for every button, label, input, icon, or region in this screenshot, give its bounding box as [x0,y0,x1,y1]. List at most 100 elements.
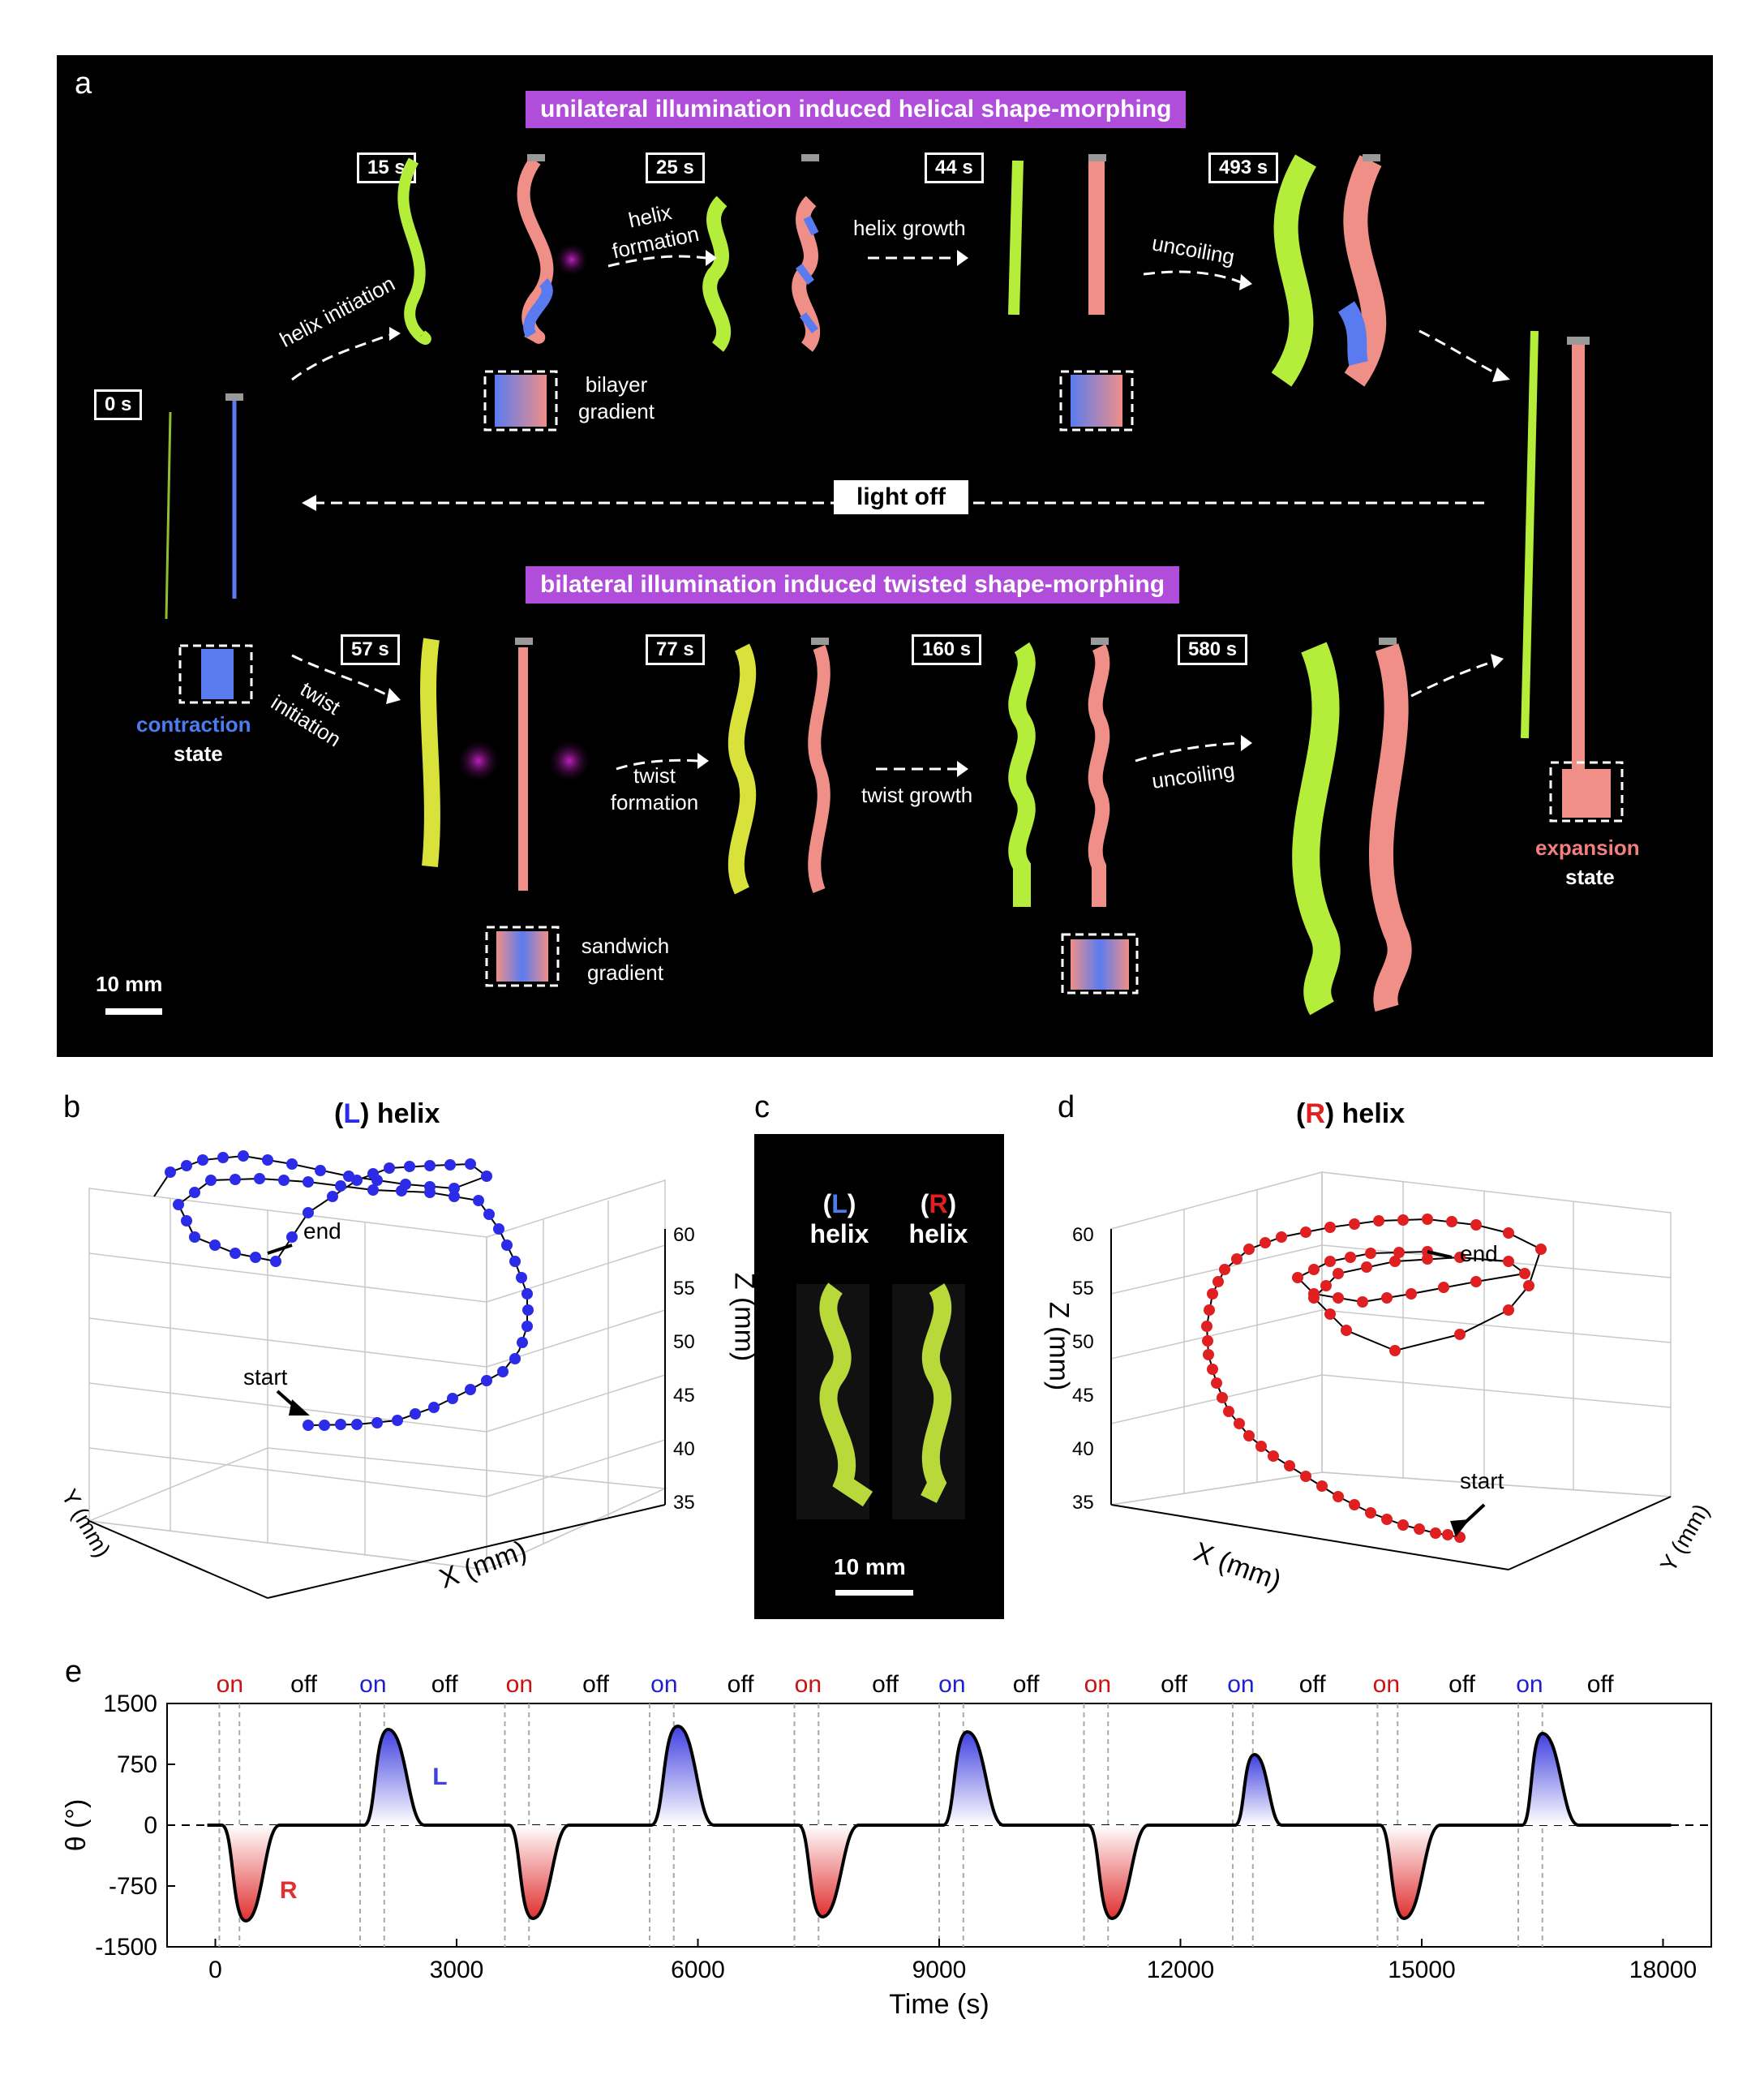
trajectory-point-r [1255,1441,1267,1452]
panel-d-start: start [1460,1468,1504,1493]
trajectory-point-r [1470,1219,1482,1231]
trajectory-point-l [254,1173,265,1184]
trajectory-point-r [1381,1292,1393,1304]
trajectory-point-l [371,1175,383,1186]
trajectory-point-r [1422,1214,1433,1225]
state-label-on: on [795,1671,822,1698]
trajectory-point-l [509,1256,521,1267]
panel-d-3d-plot [1110,1171,1672,1570]
trajectory-point-r [1454,1252,1466,1263]
trajectory-point-r [1207,1288,1218,1300]
trajectory-point-r [1211,1377,1222,1389]
trajectory-point-r [1223,1406,1234,1417]
trajectory-point-l [444,1159,456,1171]
trajectory-point-l [449,1191,460,1202]
trajectory-point-l [424,1181,436,1192]
trajectory-point-l [493,1223,504,1235]
state-label-off: off [872,1671,899,1698]
state-label-off: off [1013,1671,1040,1698]
trajectory-point-r [1446,1216,1457,1227]
state-label-on: on [217,1671,243,1698]
trajectory-point-r [1535,1244,1547,1255]
trajectory-point-r [1308,1264,1320,1275]
trajectory-point-r [1349,1499,1360,1510]
scale-bar-label-a: 10 mm [96,972,163,996]
trajectory-point-r [1320,1280,1332,1291]
time-box-25s: 25 s [646,153,705,183]
trajectory-point-r [1203,1349,1214,1360]
trajectory-point-l [197,1154,208,1166]
panel-a-background [57,55,1713,1057]
y-tick-label: 1500 [103,1691,157,1717]
time-box-160s: 160 s [912,634,982,665]
trajectory-point-l [449,1183,460,1194]
panel-c-right-label: (R)helix [908,1189,968,1248]
trajectory-point-l [230,1174,241,1185]
trajectory-point-r [1389,1256,1401,1267]
peak-area-l [1522,1733,1579,1825]
trajectory-point-r [1523,1280,1534,1291]
panel-c-letter: c [754,1090,770,1124]
panel-b-end: end [303,1218,341,1244]
x-tick-label: 12000 [1147,1957,1214,1983]
trajectory-point-r [1201,1321,1212,1332]
trajectory-point-l [209,1239,221,1251]
state-label-off: off [431,1671,458,1698]
trajectory-point-r [1219,1264,1230,1275]
trajectory-point-r [1430,1527,1441,1539]
trajectory-point-r [1361,1261,1372,1273]
state-label-on: on [1227,1671,1254,1698]
label-sandwich-gradient: sandwich gradient [581,934,670,985]
state-label-off: off [1299,1671,1326,1698]
time-box-77s: 77 s [646,634,705,665]
panel-a-illustration [105,154,1624,1016]
trajectory-point-r [1204,1304,1215,1316]
state-label-off: off [582,1671,609,1698]
trajectory-point-l [428,1402,440,1413]
banner-bilateral: bilateral illumination induced twisted s… [526,566,1180,604]
time-box-580s: 580 s [1178,634,1248,665]
state-label-on: on [1084,1671,1111,1698]
label-twist-formation: twist formation [610,763,699,814]
trajectory-point-l [319,1420,330,1431]
theta-trace [207,1724,1672,1923]
label-expansion: expansion [1535,836,1640,860]
trajectory-point-l [181,1160,192,1171]
trajectory-point-r [1503,1256,1514,1267]
trajectory-point-r [1292,1272,1303,1283]
trajectory-point-r [1406,1288,1417,1300]
trajectory-point-l [189,1231,200,1243]
trajectory-point-r [1234,1418,1245,1429]
trajectory-point-r [1333,1292,1344,1304]
trajectory-point-l [522,1304,534,1316]
trajectory-point-r [1438,1282,1449,1293]
state-label-off: off [1587,1671,1614,1698]
x-tick-label: 9000 [912,1957,967,1983]
panel-a-letter-label: a [75,67,92,101]
trajectory-point-r [1470,1276,1482,1287]
label-light-off: light off [834,480,968,514]
state-label-on: on [938,1671,965,1698]
trajectory-point-r [1341,1325,1352,1336]
time-box-0s: 0 s [94,389,143,420]
trajectory-point-l [371,1417,383,1428]
y-tick-label: -750 [109,1873,157,1900]
panel-b-start: start [243,1364,288,1390]
trajectory-point-r [1243,1244,1255,1255]
trajectory-point-r [1300,1227,1311,1238]
state-label-on: on [359,1671,386,1698]
panel-c-photo [796,1282,965,1596]
trajectory-point-l [262,1154,273,1166]
trajectory-point-l [286,1158,298,1170]
x-tick-label: 6000 [671,1957,725,1983]
state-label-on: on [1373,1671,1400,1698]
x-axis-label: Time (s) [889,1989,989,2020]
panel-b-letter: b [63,1090,81,1124]
trajectory-point-r [1365,1507,1376,1519]
time-box-44s: 44 s [925,153,984,183]
y-tick-label: 0 [144,1812,157,1839]
trajectory-point-l [481,1171,492,1182]
state-label-off: off [727,1671,754,1698]
label-contraction-state: state [174,741,223,766]
